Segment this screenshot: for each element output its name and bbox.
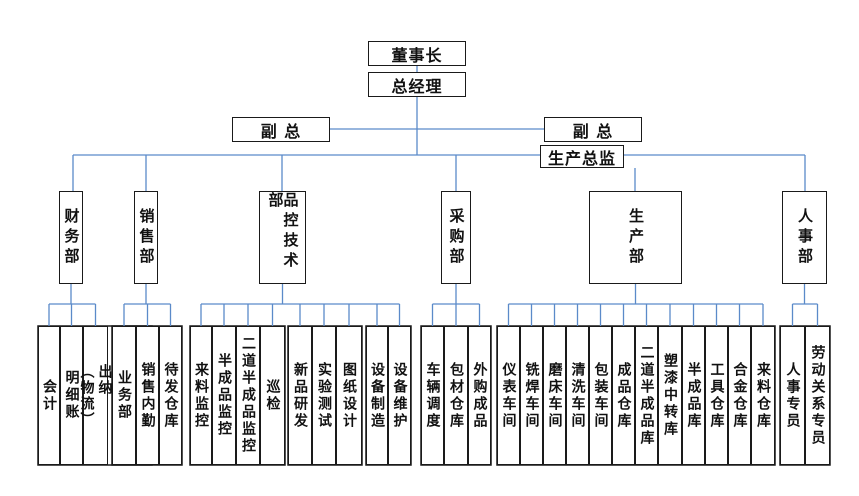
unit-label: 新品研发 [292,361,308,430]
unit-box: 半成品库 [682,326,705,465]
unit-box: 待发仓库 [159,326,182,465]
unit-label: 劳动关系专员 [809,344,826,447]
unit-label: 明细账 [63,370,80,421]
unit-label: 清洗车间 [569,361,586,430]
unit-label: 工具仓库 [708,361,725,430]
vice-president-left-label: 副 总 [260,121,302,141]
vice-president-left-box: 副 总 [232,117,330,142]
unit-box: 设备制造 [366,326,388,465]
department-box: 人事部 [782,191,827,284]
unit-label: 半成品库 [685,361,702,430]
unit-box: 铣焊车间 [520,326,543,465]
unit-box: 巡检 [260,326,285,465]
unit-box: 实验测试 [312,326,336,465]
unit-box: 仪表车间 [497,326,520,465]
chairman-label: 董事长 [391,45,443,65]
unit-box: 半成品监控 [212,326,236,465]
unit-box: 销售内勤 [136,326,159,465]
unit-label: 销售内勤 [139,361,156,430]
department-label: 品控技术部 [266,192,300,272]
unit-box: 来料监控 [190,326,212,465]
unit-label: 图纸设计 [341,361,357,430]
unit-label: 设备维护 [391,361,408,430]
unit-box: 合金仓库 [728,326,751,465]
unit-box: 会计 [38,326,60,465]
vice-president-right-label: 副 总 [572,121,614,141]
unit-label: 二道半成品库 [638,344,655,447]
unit-label: 铣焊车间 [523,361,540,430]
unit-box: 磨床车间 [543,326,566,465]
unit-label: 外购成品 [471,361,488,430]
unit-box: 外购成品 [468,326,491,465]
unit-box: 二道半成品库 [635,326,658,465]
unit-label: 车辆调度 [424,361,441,430]
unit-box: 出纳（物流） [78,326,113,465]
department-box: 生产部 [589,191,682,284]
unit-label: 包材仓库 [448,361,464,430]
department-box: 销售部 [134,191,158,284]
unit-box: 包装车间 [589,326,612,465]
department-label: 采购部 [447,207,466,268]
unit-box: 业务部 [112,326,136,465]
general-manager-box: 总经理 [368,72,466,97]
unit-label: 实验测试 [316,361,332,430]
general-manager-label: 总经理 [391,76,443,96]
unit-label: 成品仓库 [615,361,632,430]
unit-box: 设备维护 [388,326,411,465]
unit-box: 工具仓库 [705,326,728,465]
chairman-box: 董事长 [368,41,466,66]
unit-box: 包材仓库 [444,326,468,465]
unit-label: 磨床车间 [546,361,563,430]
unit-label: 包装车间 [592,361,609,430]
unit-label: 会计 [41,378,57,413]
unit-box: 清洗车间 [566,326,589,465]
unit-label: 二道半成品监控 [240,336,256,455]
department-box: 采购部 [441,191,471,284]
unit-label: 来料监控 [193,361,209,430]
department-label: 销售部 [137,207,156,268]
unit-box: 明细账 [60,326,83,465]
unit-label: 合金仓库 [731,361,748,430]
unit-label: 半成品监控 [216,353,232,438]
production-director-box: 生产总监 [540,145,624,168]
unit-label: 待发仓库 [162,361,179,430]
unit-label: 来料仓库 [755,361,771,430]
unit-label: 巡检 [264,378,281,413]
unit-box: 劳动关系专员 [805,326,830,465]
unit-label: 业务部 [116,370,132,421]
unit-label: 设备制造 [369,361,385,430]
department-label: 财务部 [62,207,81,268]
unit-label: 塑漆中转库 [662,353,678,438]
unit-label-part: （物流） [78,363,95,428]
unit-box: 图纸设计 [336,326,362,465]
unit-box: 塑漆中转库 [658,326,682,465]
production-director-label: 生产总监 [547,148,616,168]
vice-president-right-box: 副 总 [544,117,642,142]
department-label: 人事部 [796,207,814,268]
unit-label: 仪表车间 [500,361,517,430]
unit-box: 人事专员 [780,326,805,465]
unit-label: 人事专员 [784,361,801,430]
unit-box: 来料仓库 [751,326,775,465]
unit-box: 成品仓库 [612,326,635,465]
department-label: 生产部 [627,207,645,268]
department-box: 财务部 [59,191,83,284]
unit-label-part: 出纳 [96,363,113,396]
unit-box: 新品研发 [288,326,312,465]
unit-box: 车辆调度 [421,326,444,465]
unit-box: 二道半成品监控 [236,326,260,465]
department-box: 品控技术部 [259,191,306,284]
